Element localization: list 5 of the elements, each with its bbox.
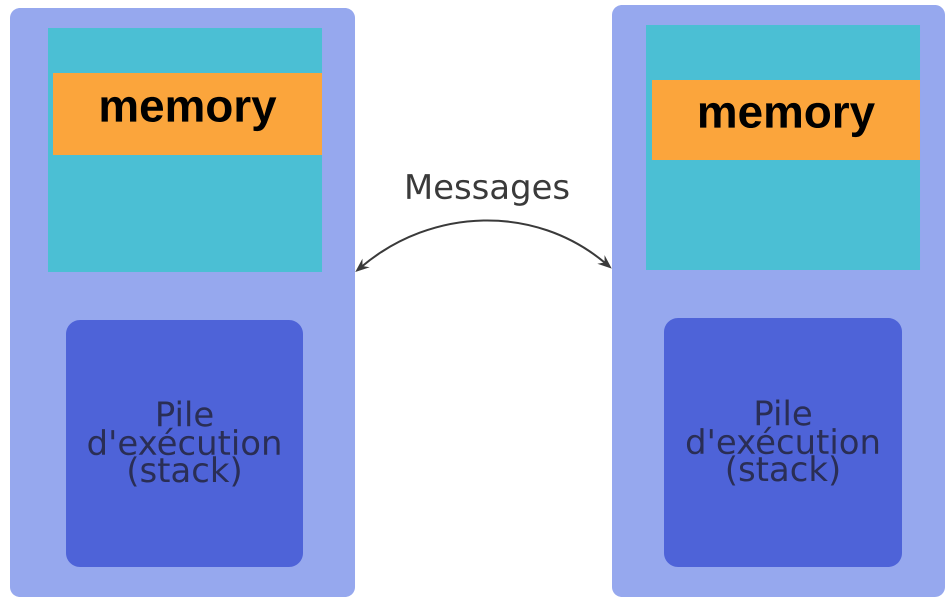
edge-label: Messages	[402, 173, 572, 207]
stack-box: Pile d'exécution (stack)	[66, 320, 303, 567]
memory-label: memory	[652, 80, 920, 160]
stack-box: Pile d'exécution (stack)	[664, 318, 902, 567]
memory-label: memory	[53, 73, 322, 155]
